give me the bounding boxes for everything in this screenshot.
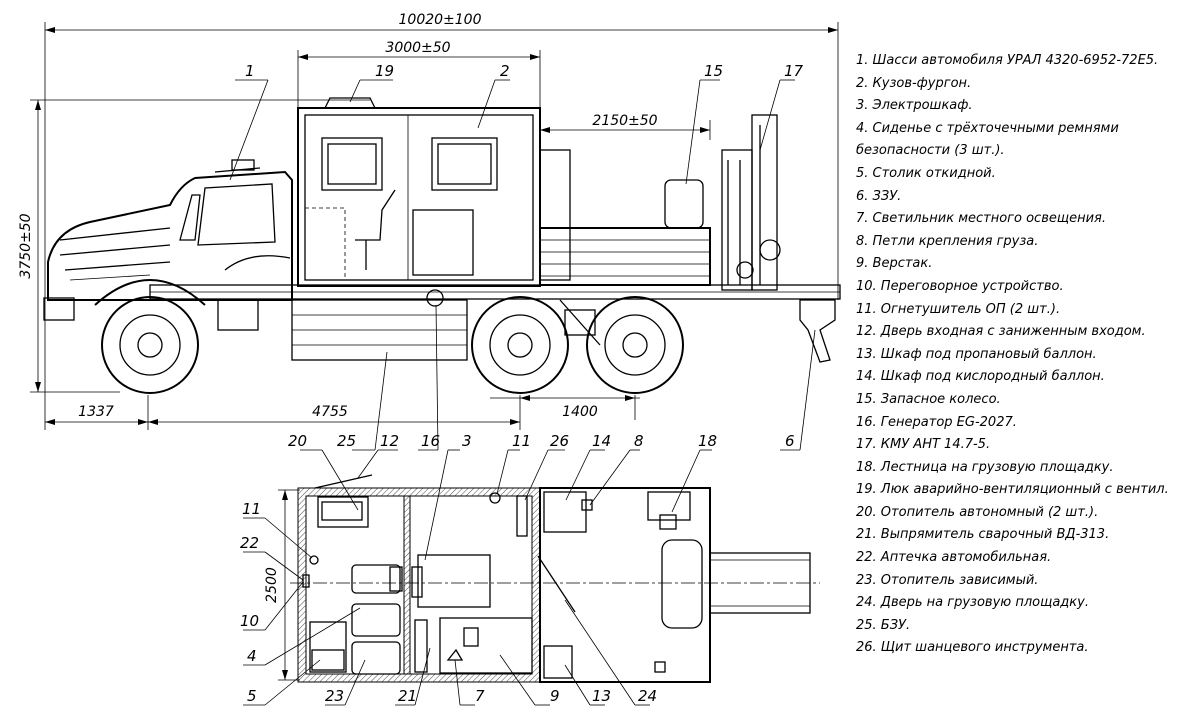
- callout-15: 15: [704, 62, 723, 80]
- callout-11-plan: 11: [242, 500, 261, 518]
- dim-platform-length: 2150±50: [592, 113, 657, 129]
- legend-item: 11. Огнетушитель ОП (2 шт.).: [856, 301, 1061, 317]
- legend-item: 2. Кузов-фургон.: [856, 75, 972, 91]
- callout-11-side: 11: [512, 432, 531, 450]
- dim-wheelbase: 4755: [312, 404, 348, 420]
- dim-body-width: 2500: [264, 567, 280, 603]
- callout-8: 8: [634, 432, 644, 450]
- leader-lines: [229, 79, 816, 706]
- callout-1: 1: [245, 62, 255, 80]
- dim-front-overhang: 1337: [78, 404, 114, 420]
- callout-13: 13: [592, 687, 611, 705]
- side-view-truck: [43, 97, 841, 394]
- callout-21: 21: [398, 687, 417, 705]
- callout-17: 17: [784, 62, 804, 80]
- legend-item: 1. Шасси автомобиля УРАЛ 4320-6952-72Е5.: [856, 53, 1159, 68]
- legend-item: 22. Аптечка автомобильная.: [856, 550, 1052, 566]
- callouts-side-view: 1 19 2 15 17 6 25 16 3 11 26 14 8 18: [245, 62, 804, 450]
- legend-item: 7. Светильник местного освещения.: [856, 211, 1106, 227]
- legend-item: 23. Отопитель зависимый.: [856, 572, 1039, 588]
- legend-item: 5. Столик откидной.: [856, 165, 996, 181]
- callout-25: 25: [337, 432, 356, 450]
- rear-wheel-2: [586, 296, 684, 394]
- legend-list: 1. Шасси автомобиля УРАЛ 4320-6952-72Е5.…: [856, 50, 1196, 660]
- legend-item: 8. Петли крепления груза.: [856, 233, 1039, 249]
- callout-16: 16: [421, 432, 440, 450]
- callout-6: 6: [785, 432, 795, 450]
- callouts-plan-view: 20 12 11 22 10 4 5 23 21 7 9 13 24: [240, 432, 657, 705]
- legend-item: 17. КМУ АНТ 14.7-5.: [856, 437, 991, 453]
- callout-3: 3: [462, 432, 472, 450]
- callout-24: 24: [638, 687, 657, 705]
- legend-item: 13. Шкаф под пропановый баллон.: [856, 346, 1097, 362]
- callout-14: 14: [592, 432, 611, 450]
- dim-overall-length: 10020±100: [399, 12, 482, 28]
- legend-item: 15. Запасное колесо.: [856, 391, 1001, 407]
- callout-9: 9: [550, 687, 560, 705]
- dimension-texts: 10020±100 3000±50 2150±50 3750±50 1337 4…: [18, 12, 658, 603]
- legend-item: 25. БЗУ.: [856, 617, 911, 633]
- callout-7: 7: [475, 687, 485, 705]
- callout-23: 23: [325, 687, 344, 705]
- legend-item: 21. Выпрямитель сварочный ВД-313.: [856, 527, 1110, 543]
- legend-item: 9. Верстак.: [856, 256, 933, 272]
- dim-overall-height: 3750±50: [18, 213, 34, 278]
- legend-item: 4. Сиденье с трёхточечными ремнями безоп…: [856, 120, 1119, 159]
- callout-20: 20: [288, 432, 307, 450]
- legend-item: 19. Люк аварийно-вентиляционный с вентил…: [856, 482, 1169, 498]
- legend-item: 12. Дверь входная с заниженным входом.: [856, 324, 1146, 340]
- dim-bogie-base: 1400: [562, 404, 598, 420]
- callout-10: 10: [240, 612, 259, 630]
- dim-body-length: 3000±50: [385, 40, 450, 56]
- legend-item: 26. Щит шанцевого инструмента.: [856, 640, 1089, 656]
- legend-item: 24. Дверь на грузовую площадку.: [856, 595, 1089, 611]
- callout-26: 26: [550, 432, 569, 450]
- front-wheel: [101, 296, 199, 394]
- rear-wheel-1: [471, 296, 569, 394]
- callout-19: 19: [375, 62, 394, 80]
- legend-item: 6. ЗЗУ.: [856, 188, 902, 204]
- legend-item: 18. Лестница на грузовую площадку.: [856, 459, 1114, 475]
- legend-item: 3. Электрошкаф.: [856, 98, 973, 114]
- callout-5: 5: [247, 687, 257, 705]
- plan-view: [290, 474, 820, 683]
- callout-22: 22: [240, 534, 259, 552]
- legend-item: 20. Отопитель автономный (2 шт.).: [856, 504, 1099, 520]
- legend-item: 16. Генератор EG-2027.: [856, 414, 1017, 430]
- legend-item: 10. Переговорное устройство.: [856, 278, 1064, 294]
- legend-item: 14. Шкаф под кислородный баллон.: [856, 369, 1105, 385]
- dimension-lines: [30, 22, 839, 681]
- callout-12: 12: [380, 432, 399, 450]
- callout-2: 2: [500, 62, 510, 80]
- callout-18: 18: [698, 432, 717, 450]
- callout-4: 4: [247, 647, 257, 665]
